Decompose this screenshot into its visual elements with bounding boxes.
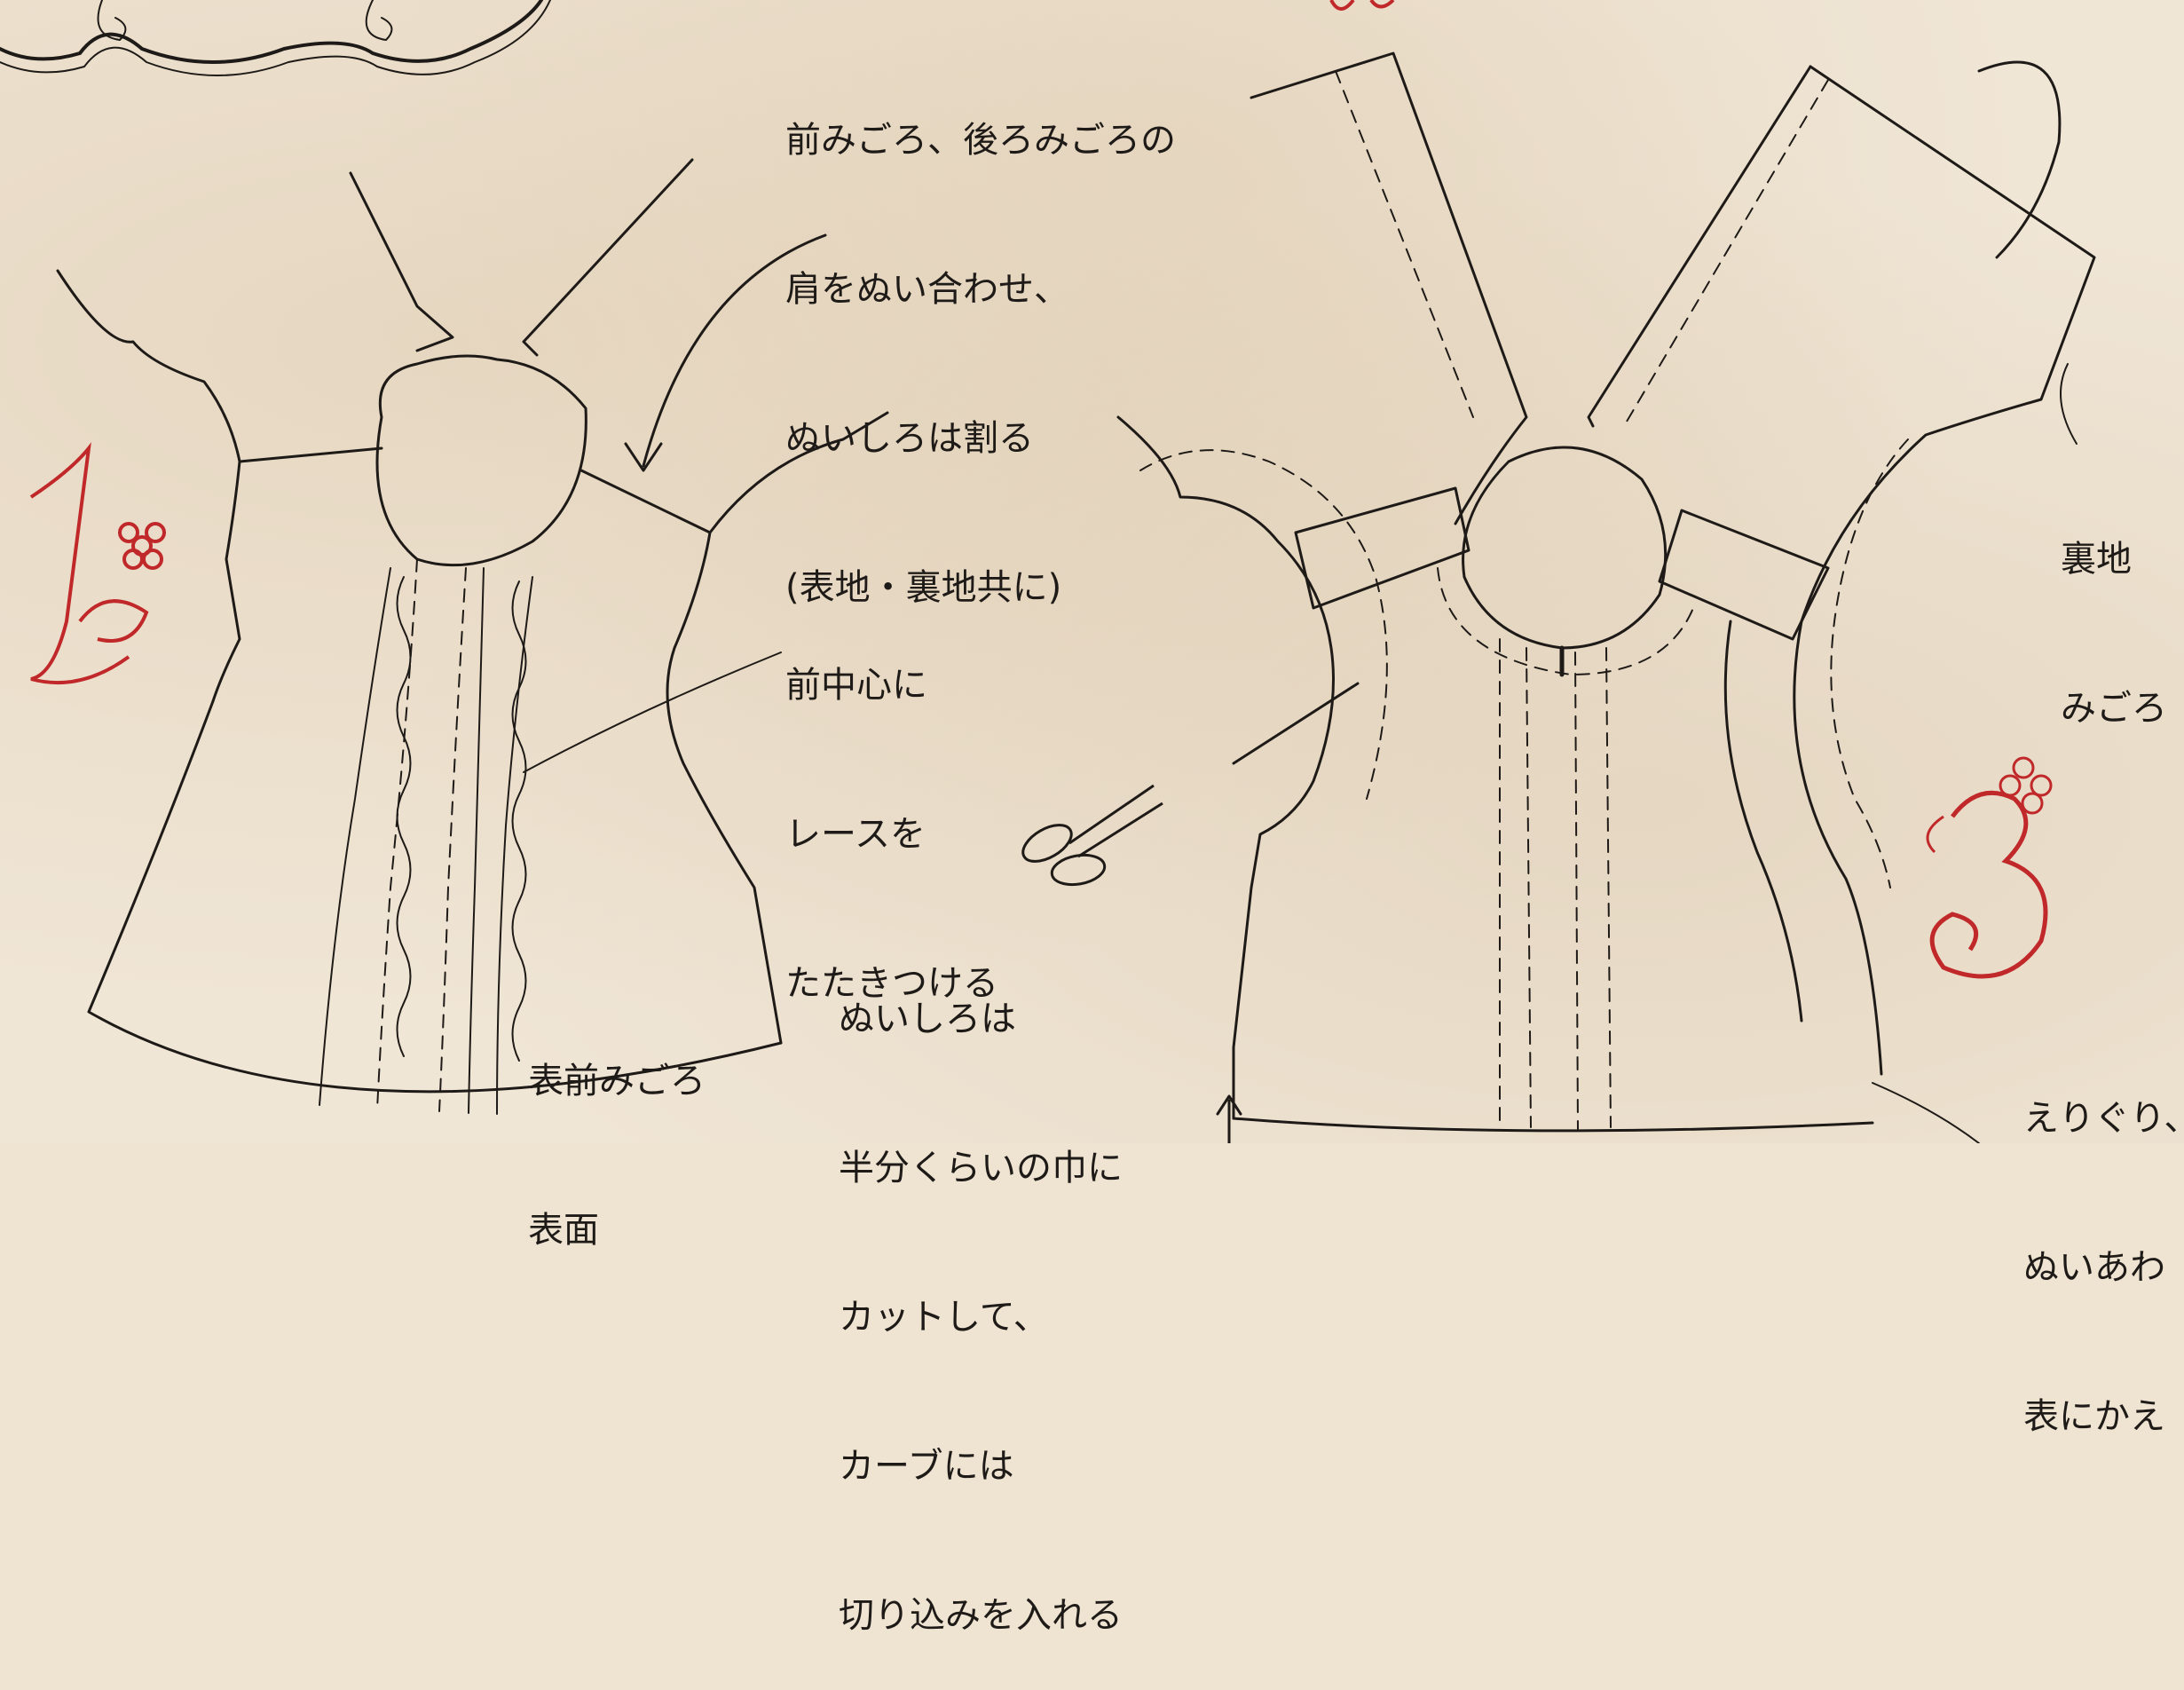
note-front-body: 表前みごろ 表面	[528, 1061, 706, 1251]
flower-icon	[1329, 0, 1395, 11]
step-number-1	[29, 442, 166, 685]
note-neckline: えりぐり、 ぬいあわ 表にかえ	[2023, 1098, 2184, 1437]
scissors-icon	[1021, 784, 1163, 887]
leader-lace	[523, 652, 782, 773]
arrow-shoulder	[642, 233, 827, 468]
note-lace: 前中心に レースを たたきつける	[785, 665, 998, 1004]
note-seam-allowance: ぬいしろは 半分くらいの巾に カットして、 カーブには 切り込みを入れる	[839, 999, 1123, 1636]
front-bodice-diagram	[56, 158, 889, 1115]
sewing-illustration	[0, 0, 2096, 1143]
lining-bodice-diagram	[1116, 51, 2096, 1143]
leader-lining	[2060, 363, 2078, 445]
step-number-3	[1926, 756, 2053, 979]
paper-background	[0, 0, 2184, 1143]
note-shoulder-seam: 前みごろ、後ろみごろの 肩をぬい合わせ、 ぬいしろは割る (表地・裏地共に)	[785, 120, 1176, 608]
note-lining-body: 裏地 みごろ	[2061, 539, 2167, 729]
decorative-frame	[0, 0, 551, 76]
